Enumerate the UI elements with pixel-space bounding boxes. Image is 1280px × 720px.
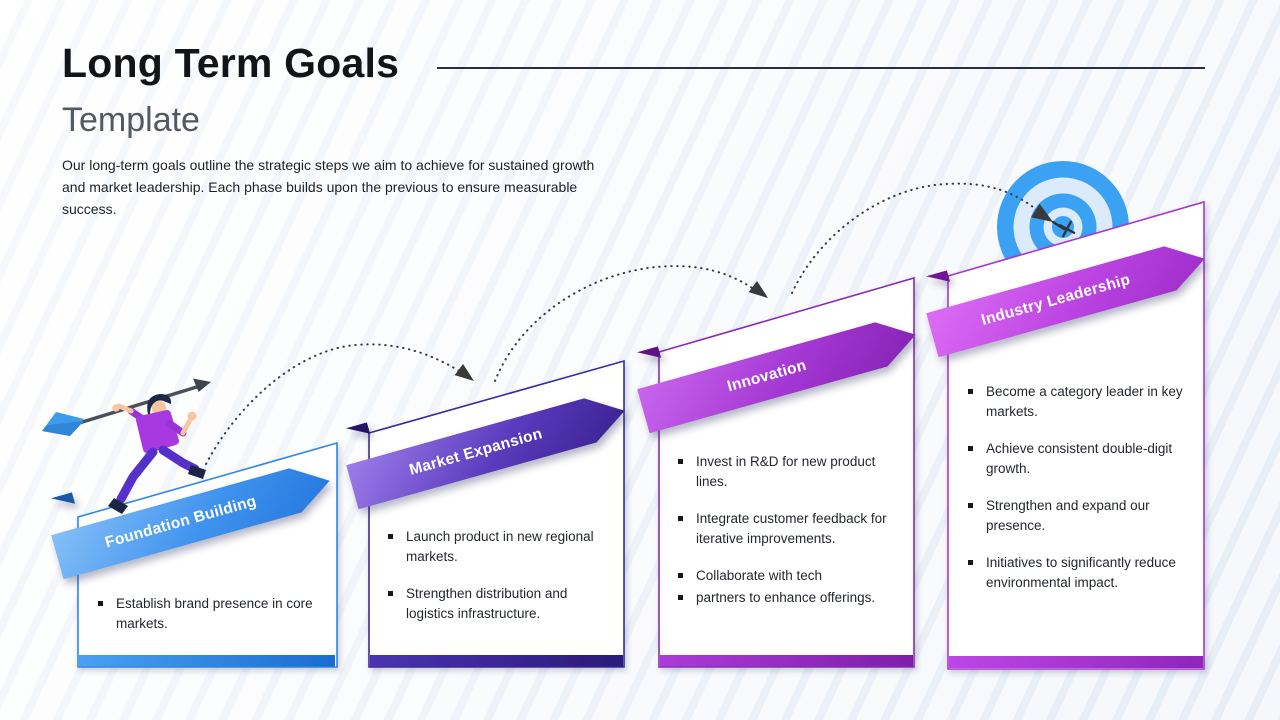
bullet-item: Strengthen and expand our presence.: [966, 496, 1194, 536]
bullet-text: Launch product in new regional markets.: [406, 529, 594, 564]
title-rule: [437, 67, 1205, 69]
bullet-square-icon: [388, 591, 393, 596]
ribbon-label: Innovation: [725, 356, 808, 395]
arrowhead-icon: [1031, 203, 1053, 222]
page-description: Our long-term goals outline the strategi…: [62, 157, 595, 217]
bullet-text: Achieve consistent double-digit growth.: [986, 441, 1173, 476]
bullet-item: partners to enhance offerings.: [676, 588, 910, 608]
bullet-text: Strengthen and expand our presence.: [986, 498, 1150, 533]
bullet-item: Achieve consistent double-digit growth.: [966, 439, 1194, 479]
bullet-text: Initiatives to significantly reduce envi…: [986, 555, 1176, 590]
bullet-text: Strengthen distribution and logistics in…: [406, 586, 568, 621]
bullet-list-market-expansion: Launch product in new regional markets. …: [386, 527, 614, 641]
runner-with-javelin-arrow-illustration: [42, 378, 211, 514]
arrowhead-icon: [454, 363, 474, 381]
dotted-arc-arrow-2: [494, 265, 759, 382]
bullet-square-icon: [678, 573, 683, 578]
dotted-arc-arrow-3: [791, 182, 1045, 294]
javelin-arrow-icon: [42, 378, 211, 436]
bullet-text: Invest in R&D for new product lines.: [696, 454, 876, 489]
bullet-item: Strengthen distribution and logistics in…: [386, 584, 614, 624]
bullet-list-foundation-building: Establish brand presence in core markets…: [96, 594, 324, 651]
dart-icon: [1051, 220, 1076, 238]
bullet-text: Establish brand presence in core markets…: [116, 596, 313, 631]
bullet-text: Become a category leader in key markets.: [986, 384, 1183, 419]
page-title: Long Term Goals: [62, 40, 400, 86]
bullet-square-icon: [98, 601, 103, 606]
bullet-item: Collaborate with tech: [676, 566, 910, 586]
bullet-item: Become a category leader in key markets.: [966, 382, 1194, 422]
bullet-list-innovation: Invest in R&D for new product lines. Int…: [676, 452, 910, 625]
bullet-square-icon: [678, 516, 683, 521]
arrowhead-icon: [748, 280, 768, 298]
bullet-square-icon: [678, 595, 683, 600]
dotted-arc-arrow-1: [205, 343, 465, 465]
bullet-text: Integrate customer feedback for iterativ…: [696, 511, 887, 546]
bullet-item: Establish brand presence in core markets…: [96, 594, 324, 634]
bullet-item: Invest in R&D for new product lines.: [676, 452, 910, 492]
bullet-square-icon: [968, 560, 973, 565]
bullet-square-icon: [388, 534, 393, 539]
bullet-square-icon: [968, 503, 973, 508]
bullet-list-industry-leadership: Become a category leader in key markets.…: [966, 382, 1194, 610]
page-subtitle: Template: [62, 101, 200, 139]
bullet-text: partners to enhance offerings.: [696, 590, 876, 605]
bullet-square-icon: [678, 459, 683, 464]
bullet-item: Initiatives to significantly reduce envi…: [966, 553, 1194, 593]
bullet-item: Launch product in new regional markets.: [386, 527, 614, 567]
bullet-text: Collaborate with tech: [696, 568, 823, 583]
bullet-square-icon: [968, 446, 973, 451]
bullet-item: Integrate customer feedback for iterativ…: [676, 509, 910, 549]
bullet-square-icon: [968, 389, 973, 394]
